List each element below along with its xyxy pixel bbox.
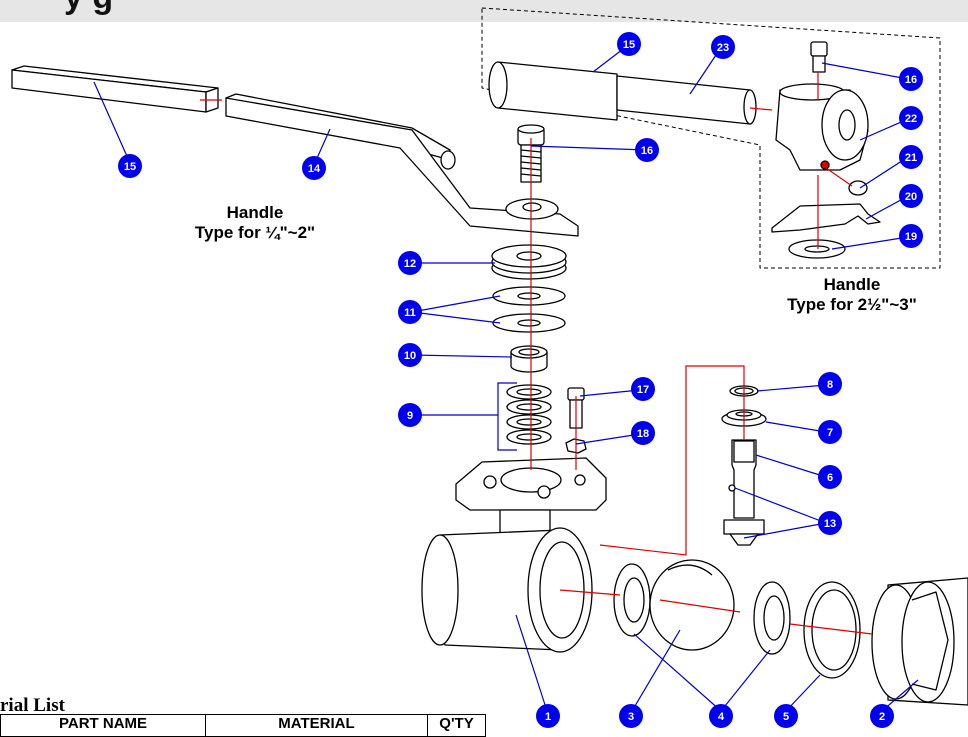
callout-4: 4	[709, 704, 733, 728]
part-14-handle-lever	[225, 93, 579, 237]
callout-19: 19	[899, 224, 923, 248]
svg-text:1: 1	[545, 711, 551, 723]
callout-15-right: 15	[617, 32, 641, 56]
svg-text:11: 11	[404, 307, 416, 319]
part-16-bolt-small	[810, 41, 828, 73]
svg-text:9: 9	[407, 410, 413, 422]
svg-text:2: 2	[879, 711, 885, 723]
svg-text:3: 3	[628, 711, 634, 723]
callout-17: 17	[631, 377, 655, 401]
part-21-set-screw	[848, 180, 868, 196]
material-list-title: rial List	[0, 695, 65, 716]
svg-text:20: 20	[905, 191, 917, 203]
part-10-bushing	[510, 345, 548, 373]
callout-15-left: 15	[118, 154, 142, 178]
callout-23: 23	[711, 35, 735, 59]
part-15-handle-grip	[11, 65, 219, 113]
part-1-body	[421, 509, 593, 653]
callout-1: 1	[536, 704, 560, 728]
callout-5: 5	[774, 704, 798, 728]
handle-small-caption-line2: Type for ¼"~2"	[194, 223, 316, 242]
svg-text:4: 4	[718, 711, 725, 723]
callout-2: 2	[870, 704, 894, 728]
callout-10: 10	[398, 343, 422, 367]
handle-large-caption: Handle Type for 2½"~3"	[762, 275, 942, 315]
handle-large-caption-line2: Type for 2½"~3"	[787, 295, 917, 314]
handle-small-caption: Handle Type for ¼"~2"	[170, 203, 340, 243]
part-12-gland	[491, 244, 567, 280]
svg-text:7: 7	[827, 427, 833, 439]
callout-14: 14	[302, 156, 326, 180]
callout-20: 20	[899, 184, 923, 208]
col-part-name: PART NAME	[0, 714, 206, 737]
title-bar: y g	[0, 0, 968, 22]
callout-16-top: 16	[899, 67, 923, 91]
svg-text:16: 16	[905, 74, 917, 86]
svg-text:21: 21	[905, 152, 917, 164]
svg-text:12: 12	[404, 258, 416, 270]
page-title-fragment: y g	[64, 0, 113, 17]
svg-text:22: 22	[905, 113, 917, 125]
callout-leaders	[93, 45, 919, 712]
svg-text:10: 10	[404, 350, 416, 362]
callout-12: 12	[398, 251, 422, 275]
svg-text:15: 15	[623, 39, 635, 51]
large-handle-frame	[481, 7, 941, 269]
col-qty: Q'TY	[427, 714, 486, 737]
col-material: MATERIAL	[205, 714, 428, 737]
callout-9: 9	[398, 403, 422, 427]
svg-text:15: 15	[124, 161, 136, 173]
material-list-header-row: PART NAME MATERIAL Q'TY	[0, 714, 486, 737]
svg-text:14: 14	[308, 163, 321, 175]
part-20-stop-plate	[771, 203, 881, 233]
callout-16-main: 16	[635, 138, 659, 162]
material-list-table: PART NAME MATERIAL Q'TY	[0, 714, 486, 737]
handle-large-caption-line1: Handle	[823, 275, 881, 294]
part-22-handle-head	[775, 83, 869, 171]
svg-text:16: 16	[641, 145, 653, 157]
callout-18: 18	[631, 421, 655, 445]
callout-13: 13	[818, 511, 842, 535]
part-2-end-cap	[871, 577, 968, 706]
svg-text:8: 8	[827, 379, 833, 391]
svg-text:17: 17	[637, 384, 649, 396]
part-23-sleeve	[488, 61, 757, 125]
svg-text:18: 18	[637, 428, 649, 440]
svg-text:13: 13	[824, 518, 836, 530]
callout-11: 11	[398, 300, 422, 324]
part-5-gasket	[803, 581, 861, 679]
bonnet-plate	[455, 457, 607, 511]
callout-7: 7	[818, 420, 842, 444]
callouts: 15 14 16 12 11 10 9 17 18 15 23 16 22 21…	[118, 32, 923, 728]
callout-6: 6	[818, 465, 842, 489]
part-4-seat-right	[753, 581, 791, 655]
part-4-seat-left	[613, 563, 651, 637]
svg-text:23: 23	[717, 42, 729, 54]
callout-8: 8	[818, 372, 842, 396]
part-9-packing	[506, 384, 552, 445]
svg-text:19: 19	[905, 231, 917, 243]
handle-small-caption-line1: Handle	[226, 203, 284, 222]
assembly-axes	[200, 72, 873, 635]
svg-text:5: 5	[783, 711, 789, 723]
svg-text:6: 6	[827, 472, 833, 484]
callout-21: 21	[899, 145, 923, 169]
callout-22: 22	[899, 106, 923, 130]
callout-3: 3	[619, 704, 643, 728]
